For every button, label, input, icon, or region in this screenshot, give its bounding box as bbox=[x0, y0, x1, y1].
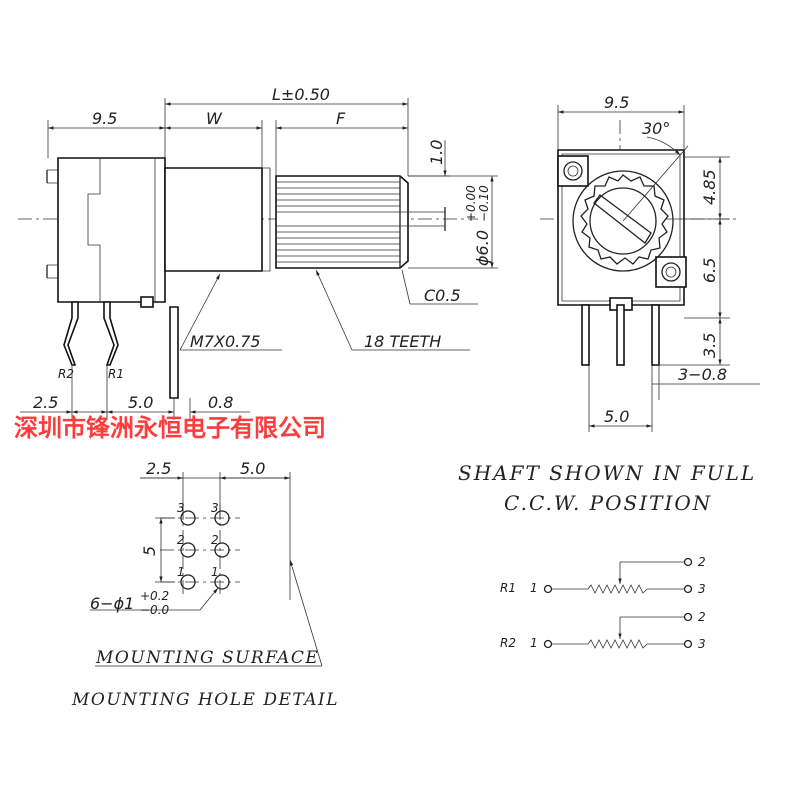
shaft-face bbox=[589, 187, 657, 255]
dim-c05: C0.5 bbox=[424, 286, 461, 305]
svg-text:3: 3 bbox=[698, 637, 706, 651]
hole-num: 2 bbox=[211, 533, 219, 547]
shaft-teeth bbox=[276, 181, 400, 263]
svg-text:1: 1 bbox=[530, 636, 538, 650]
dim-9-5: 9.5 bbox=[92, 109, 117, 128]
dim-3-08: 3−0.8 bbox=[678, 365, 727, 384]
thread-label: M7X0.75 bbox=[190, 332, 261, 351]
housing-step bbox=[87, 158, 101, 302]
r2-resistor bbox=[587, 639, 648, 649]
dim-3-5: 3.5 bbox=[700, 333, 719, 358]
hole-spec: 6−ϕ1 bbox=[90, 594, 134, 613]
hole-dim-5-0: 5.0 bbox=[240, 459, 265, 478]
dim-5-0: 5.0 bbox=[128, 393, 153, 412]
housing-body bbox=[57, 157, 166, 303]
front-pin-mid bbox=[616, 304, 625, 366]
pin-r2-label: R2 bbox=[58, 367, 74, 381]
hole-dim-2-5: 2.5 bbox=[146, 459, 171, 478]
hole-num: 3 bbox=[211, 501, 219, 515]
hole-1b bbox=[214, 574, 230, 590]
dim-1-0: 1.0 bbox=[427, 140, 446, 165]
hole-1a bbox=[180, 574, 196, 590]
dim-shaft-tol-upper: +0.00 bbox=[464, 185, 478, 222]
dim-0-8: 0.8 bbox=[208, 393, 233, 412]
hole-tol-lower: −0.0 bbox=[140, 603, 170, 617]
pin-r2 bbox=[63, 301, 79, 366]
dim-4-85: 4.85 bbox=[700, 169, 719, 205]
schematic-r1: R1 1 3 2 bbox=[500, 555, 706, 596]
front-view: 30° 9.5 4.85 6.5 3.5 3−0.8 5.0 bbox=[540, 93, 760, 432]
bushing bbox=[164, 167, 263, 272]
pin-r1 bbox=[103, 301, 119, 366]
schematic-r2: R2 1 3 2 bbox=[500, 610, 706, 651]
dim-30deg: 30° bbox=[642, 119, 670, 138]
hole-tol-upper: +0.2 bbox=[140, 589, 169, 603]
shaft-slot bbox=[400, 211, 445, 227]
svg-text:3: 3 bbox=[698, 582, 706, 596]
housing-tabs bbox=[47, 169, 58, 279]
knurl-teeth bbox=[580, 174, 669, 265]
r1-label: R1 bbox=[500, 581, 516, 595]
hole-2a bbox=[180, 542, 196, 558]
dim-shaft-tol-lower: −0.10 bbox=[477, 185, 491, 222]
dim-L: L±0.50 bbox=[272, 85, 330, 104]
dim-W: W bbox=[206, 109, 223, 128]
hole-3a bbox=[180, 510, 196, 526]
svg-text:2: 2 bbox=[698, 610, 706, 624]
r2-label: R2 bbox=[500, 636, 516, 650]
front-housing bbox=[557, 149, 685, 306]
front-pin-left bbox=[581, 304, 590, 366]
dim-shaft-dia: ϕ6.0 bbox=[473, 230, 492, 266]
pin-r1-label: R1 bbox=[108, 367, 124, 381]
mounting-surface-label: MOUNTING SURFACE bbox=[95, 648, 319, 668]
dim-F: F bbox=[336, 109, 346, 128]
mounting-hole-detail: 2.5 5.0 3 3 2 2 1 1 5 6−ϕ1 +0.2 −0.0 MOU… bbox=[71, 459, 339, 710]
svg-text:2: 2 bbox=[698, 555, 706, 569]
front-dim-9-5: 9.5 bbox=[604, 93, 629, 112]
svg-text:1: 1 bbox=[530, 581, 538, 595]
hole-num: 1 bbox=[177, 565, 185, 579]
hole-num: 3 bbox=[177, 501, 185, 515]
front-dim-5-0: 5.0 bbox=[604, 407, 629, 426]
knurled-shaft bbox=[275, 175, 409, 269]
hole-dim-5: 5 bbox=[140, 546, 159, 556]
mounting-hole-title: MOUNTING HOLE DETAIL bbox=[71, 690, 339, 710]
dim-6-5: 6.5 bbox=[700, 258, 719, 283]
hole-num: 1 bbox=[211, 565, 219, 579]
dim-2-5: 2.5 bbox=[33, 393, 58, 412]
shaft-note-line2: C.C.W. POSITION bbox=[504, 491, 712, 515]
shaft-note-line1: SHAFT SHOWN IN FULL bbox=[458, 461, 756, 485]
side-view: 9.5 L±0.50 W F 1.0 ϕ6.0 +0.00 −0.10 C0.5… bbox=[18, 85, 498, 420]
mounting-tab bbox=[169, 306, 179, 399]
hole-3b bbox=[214, 510, 230, 526]
shaft-slot-front bbox=[593, 194, 652, 244]
bottom-right-ear bbox=[655, 256, 687, 288]
r1-resistor bbox=[587, 584, 648, 594]
front-pin-right bbox=[651, 304, 660, 366]
teeth-label: 18 TEETH bbox=[364, 332, 441, 351]
hole-num: 2 bbox=[177, 533, 185, 547]
top-left-ear bbox=[557, 155, 589, 187]
hole-2b bbox=[214, 542, 230, 558]
company-watermark: 深圳市锋洲永恒电子有限公司 bbox=[14, 414, 326, 442]
